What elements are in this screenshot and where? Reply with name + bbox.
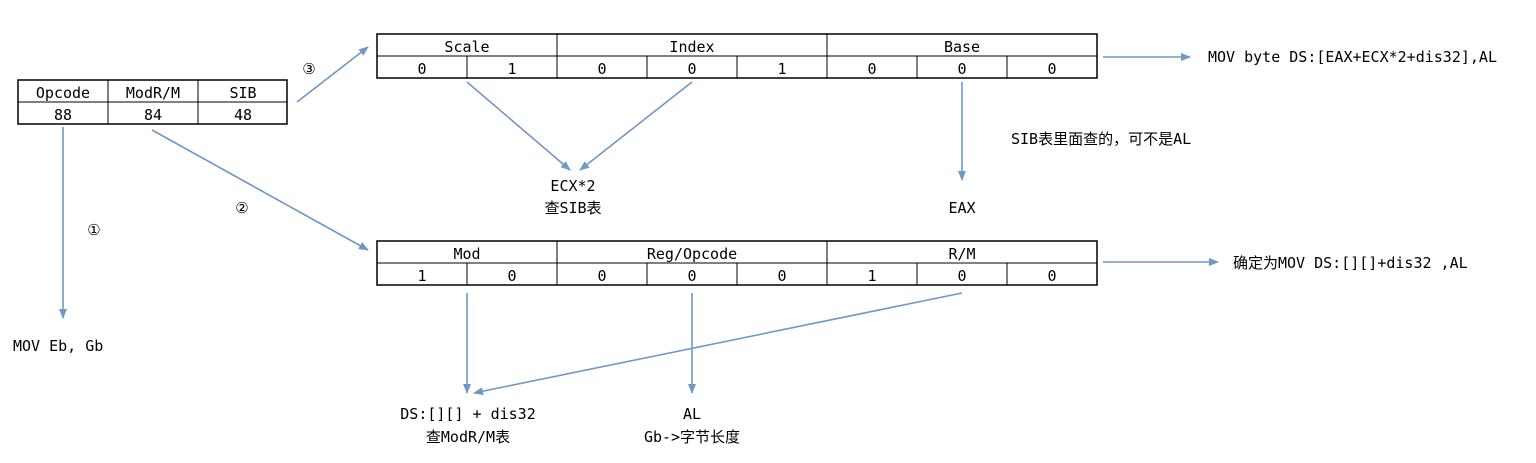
- modrm-bit: 0: [507, 267, 516, 285]
- modrm-bit: 0: [687, 267, 696, 285]
- ecx2-label: ECX*2: [550, 177, 595, 195]
- opcode-header: Opcode: [36, 84, 90, 102]
- modrm-bit: 0: [1047, 267, 1056, 285]
- modrm-result-label: 确定为MOV DS:[][]+dis32 ,AL: [1233, 254, 1468, 272]
- sib-bit: 0: [597, 60, 606, 78]
- sib-value: 48: [234, 106, 252, 124]
- step-2-marker: ②: [235, 199, 248, 217]
- sib-note: SIB表里面查的，可不是AL: [1011, 130, 1191, 148]
- modrm-header: ModR/M: [126, 84, 180, 102]
- sib-header: SIB: [229, 84, 256, 102]
- arrow-modrm-byte: [151, 129, 369, 251]
- modrm-bit: 0: [777, 267, 786, 285]
- sib-bit: 1: [777, 60, 786, 78]
- sib-base-field: Base: [944, 38, 980, 56]
- modrm-value: 84: [144, 106, 162, 124]
- sib-result-label: MOV byte DS:[EAX+ECX*2+dis32],AL: [1208, 48, 1497, 66]
- ds-modrm-lookup-label: 查ModR/M表: [426, 428, 510, 446]
- sib-bit: 0: [867, 60, 876, 78]
- modrm-mod-field: Mod: [453, 245, 480, 263]
- sib-bit: 0: [687, 60, 696, 78]
- ecx2-sib-lookup-label: 查SIB表: [544, 199, 601, 217]
- arrow-rm-to-ds: [473, 292, 963, 396]
- sib-scale-field: Scale: [444, 38, 489, 56]
- sib-byte-table: Scale Index Base 0 1 0 0 1 0 0 0: [376, 33, 1098, 79]
- sib-bit: 0: [417, 60, 426, 78]
- ds-dis32-label: DS:[][] + dis32: [400, 405, 535, 423]
- arrow-sib-byte: [296, 46, 369, 103]
- arrow-index-to-ecx: [579, 81, 693, 171]
- modrm-rm-field: R/M: [948, 245, 975, 263]
- arrow-scale-to-ecx: [466, 81, 571, 171]
- sib-index-field: Index: [669, 38, 714, 56]
- opcode-value: 88: [54, 106, 72, 124]
- modrm-bit: 0: [957, 267, 966, 285]
- al-label: AL: [683, 405, 701, 423]
- modrm-bit: 0: [597, 267, 606, 285]
- eax-label: EAX: [948, 199, 975, 217]
- instruction-bytes-table: Opcode ModR/M SIB 88 84 48: [17, 79, 288, 125]
- sib-bit: 0: [1047, 60, 1056, 78]
- step-1-marker: ①: [87, 221, 100, 239]
- gb-byte-length-label: Gb->字节长度: [644, 428, 740, 446]
- step-3-marker: ③: [302, 60, 315, 78]
- sib-bit: 0: [957, 60, 966, 78]
- modrm-reg-field: Reg/Opcode: [647, 245, 737, 263]
- modrm-byte-table: Mod Reg/Opcode R/M 1 0 0 0 0 1 0 0: [376, 240, 1098, 286]
- modrm-bit: 1: [867, 267, 876, 285]
- sib-bit: 1: [507, 60, 516, 78]
- mov-eb-gb-label: MOV Eb, Gb: [13, 337, 103, 355]
- modrm-bit: 1: [417, 267, 426, 285]
